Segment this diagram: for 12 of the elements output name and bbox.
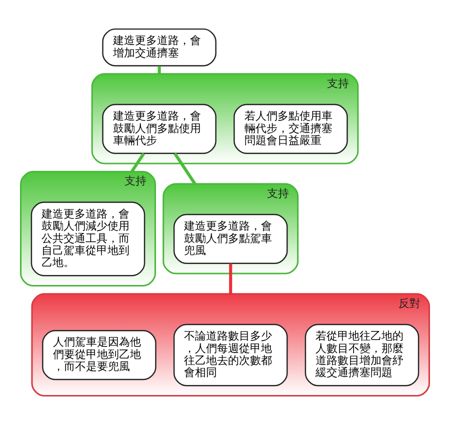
connector (174, 152, 196, 184)
connector (130, 152, 146, 172)
node-box: 建造更多道路，會增加交通擠塞 (102, 28, 216, 66)
node-box: 不論道路數目多少，人們每週從甲地往乙地去的次數都會相同 (173, 323, 288, 386)
connector (158, 66, 161, 74)
node-box: 若從甲地往乙地的人數目不變，那麼道路數目增加會紓緩交通擠塞問題 (304, 323, 420, 386)
node-box: 人們駕車是因為他們要從甲地到乙地，而不是要兜風 (42, 329, 156, 380)
node-box: 建造更多道路，會鼓勵人們多點駕車兜風 (173, 213, 288, 264)
node-box: 建造更多道路，會鼓勵人們多點使用車輛代步 (102, 103, 216, 154)
connector (229, 263, 232, 294)
node-box: 建造更多道路，會鼓勵人們減少使用公共交通工具，而自己駕車從甲地到乙地。 (30, 201, 146, 276)
node-box: 若人們多點使用車輛代步，交通擠塞問題會日益嚴重 (234, 103, 348, 154)
